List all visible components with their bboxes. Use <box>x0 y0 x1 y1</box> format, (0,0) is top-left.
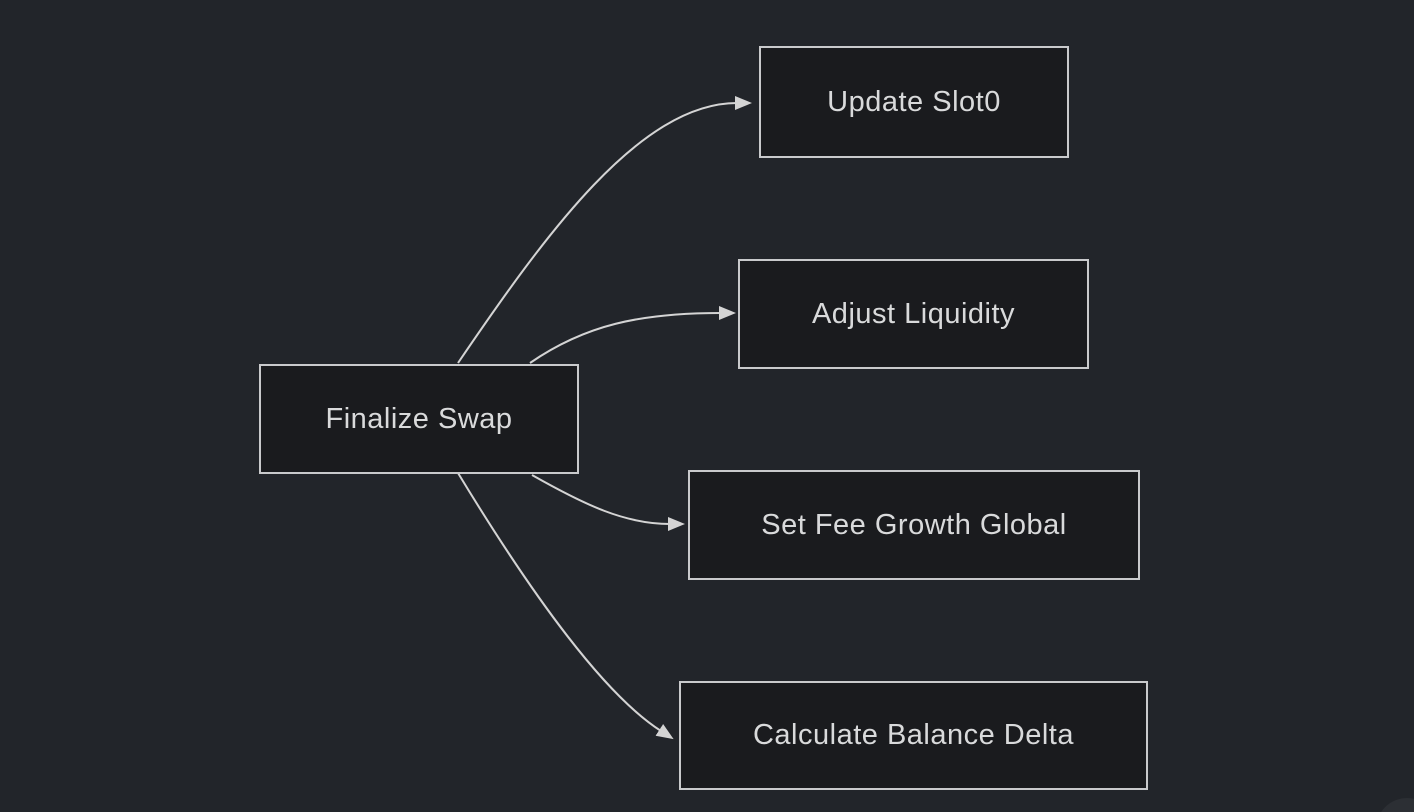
node-calculate-balance-delta-label: Calculate Balance Delta <box>752 719 1074 751</box>
edge-finalize-to-calculate-balance-delta <box>457 472 674 740</box>
edge-finalize-to-set-fee-growth-global <box>531 474 685 531</box>
node-finalize-swap-label: Finalize Swap <box>325 402 513 435</box>
edge-finalize-to-update-slot0 <box>457 96 752 364</box>
node-update-slot0: Update Slot0 <box>759 46 1069 158</box>
node-adjust-liquidity: Adjust Liquidity <box>738 259 1089 369</box>
node-finalize-swap: Finalize Swap <box>259 364 579 474</box>
node-calculate-balance-delta: Calculate Balance Delta <box>679 681 1148 790</box>
edge-finalize-to-adjust-liquidity <box>529 306 736 364</box>
node-adjust-liquidity-label: Adjust Liquidity <box>811 297 1016 330</box>
node-update-slot0-label: Update Slot0 <box>827 85 1001 118</box>
node-set-fee-growth-global: Set Fee Growth Global <box>688 470 1140 580</box>
node-set-fee-growth-global-label: Set Fee Growth Global <box>761 508 1067 541</box>
